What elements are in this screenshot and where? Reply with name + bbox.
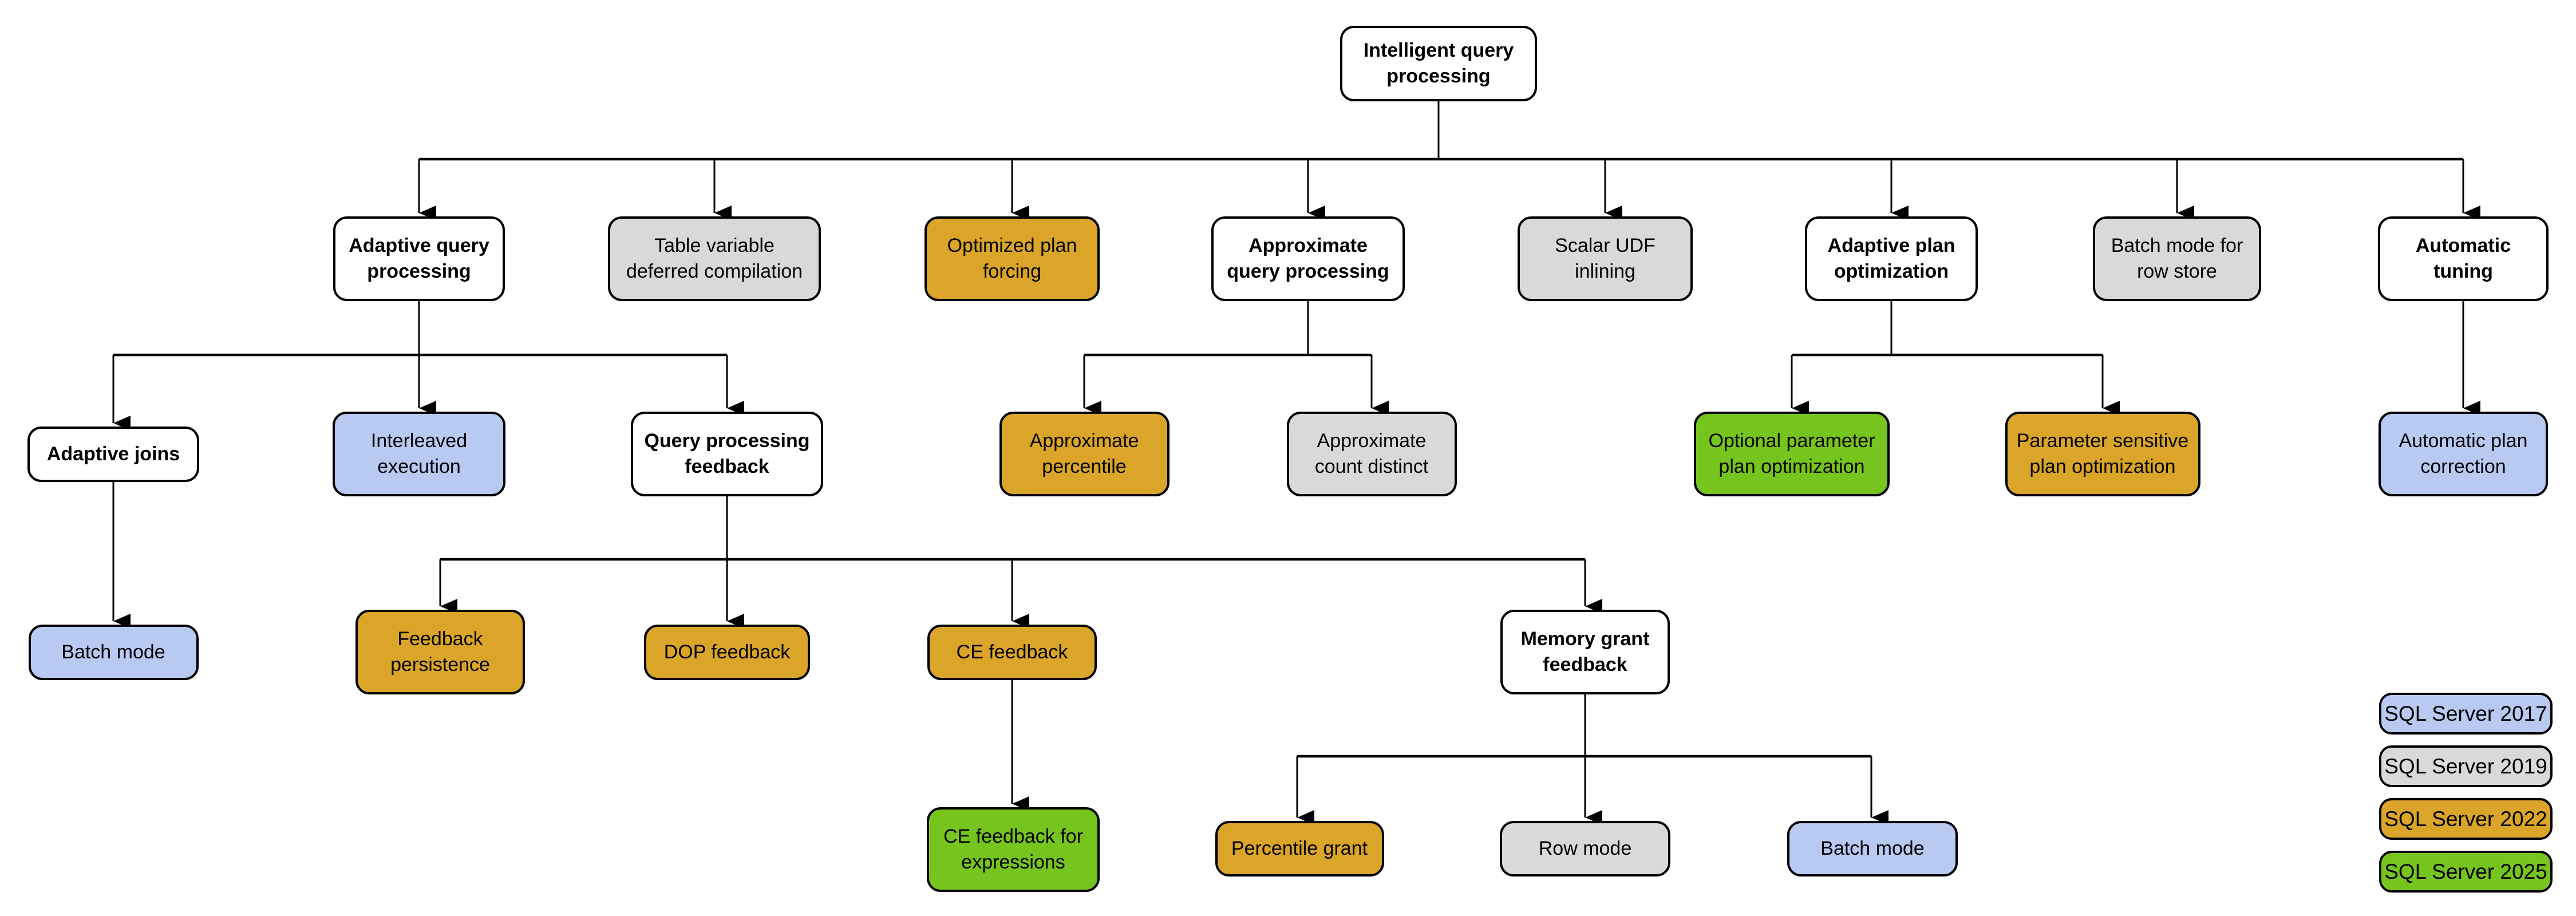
node-at: Automatic tuning [2378,216,2549,301]
node-apc: Automatic plan correction [2379,412,2548,496]
connectors-root [418,101,2480,220]
legend-item-sql2017: SQL Server 2017 [2379,693,2553,735]
connectors-memory-grant-feedback [1296,694,1888,825]
legend-item-sql2019: SQL Server 2019 [2379,745,2553,787]
node-axqp: Approximate query processing [1211,216,1405,301]
node-qpf: Query processing feedback [631,412,823,496]
node-fp: Feedback persistence [355,610,525,694]
node-bmrs: Batch mode for row store [2093,216,2261,301]
node-dop: DOP feedback [644,625,810,680]
node-aqp: Adaptive query processing [333,216,505,301]
legend-item-sql2025: SQL Server 2025 [2379,851,2553,893]
legend-item-sql2022: SQL Server 2022 [2379,798,2553,840]
node-aj: Adaptive joins [27,427,199,482]
connectors-approximate-query-processing [1083,301,1389,416]
node-bm2: Batch mode [1787,821,1958,876]
node-pspo: Parameter sensitive plan optimization [2005,412,2200,496]
connectors-adaptive-plan-optimization [1791,301,2120,416]
node-mgf: Memory grant feedback [1500,610,1670,694]
node-cefe: CE feedback for expressions [927,807,1100,892]
node-opf: Optimized plan forcing [924,216,1100,301]
node-acd: Approximate count distinct [1286,412,1457,496]
connectors-adaptive-query-processing [112,301,744,431]
node-ie: Interleaved execution [333,412,505,496]
node-ce: CE feedback [927,625,1097,680]
node-oppo: Optional parameter plan optimization [1694,412,1890,496]
node-root: Intelligent query processing [1340,26,1537,101]
node-ap: Approximate percentile [999,412,1170,496]
node-bm1: Batch mode [28,625,199,680]
node-sudf: Scalar UDF inlining [1518,216,1693,301]
node-pg: Percentile grant [1215,821,1384,876]
node-rm: Row mode [1500,821,1670,876]
node-apo: Adaptive plan optimization [1805,216,1978,301]
node-tvdc: Table variable deferred compilation [608,216,821,301]
connectors-query-processing-feedback [439,496,1602,629]
